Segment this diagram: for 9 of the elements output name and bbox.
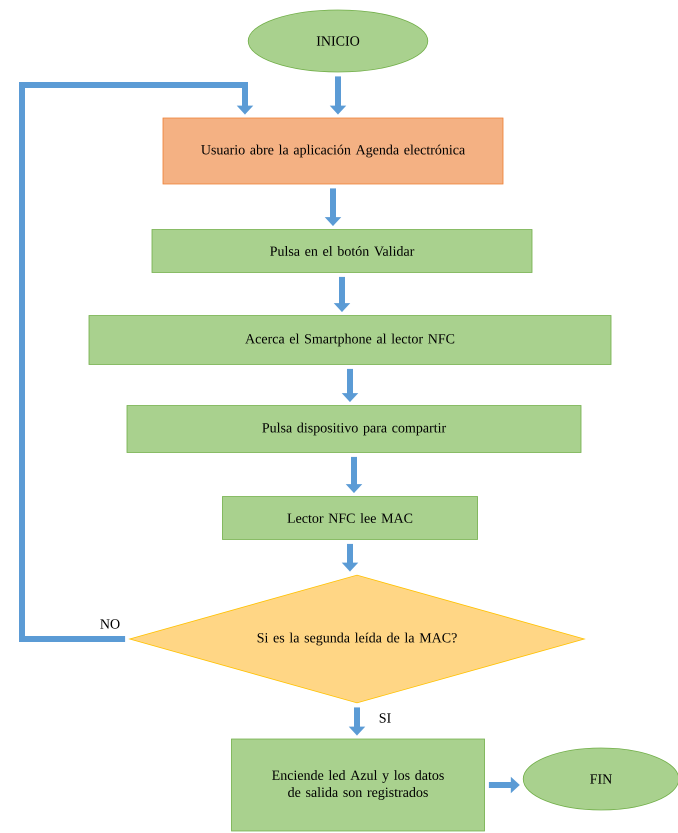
arrow [19, 82, 254, 642]
process-box: Pulsa dispositivo para compartir [126, 405, 582, 453]
edge-label: SI [378, 712, 392, 724]
edge-label: NO [98, 618, 122, 630]
process-box: Enciende led Azul y los datos de salida son registrados [231, 738, 485, 832]
process-box: Pulsa en el botón Validar [152, 229, 532, 273]
process-box: Lector NFC lee MAC [222, 496, 478, 540]
process-box: Acerca el Smartphone al lector NFC [88, 315, 612, 365]
process-box: Usuario abre la aplicación Agenda electrónica [162, 118, 504, 184]
